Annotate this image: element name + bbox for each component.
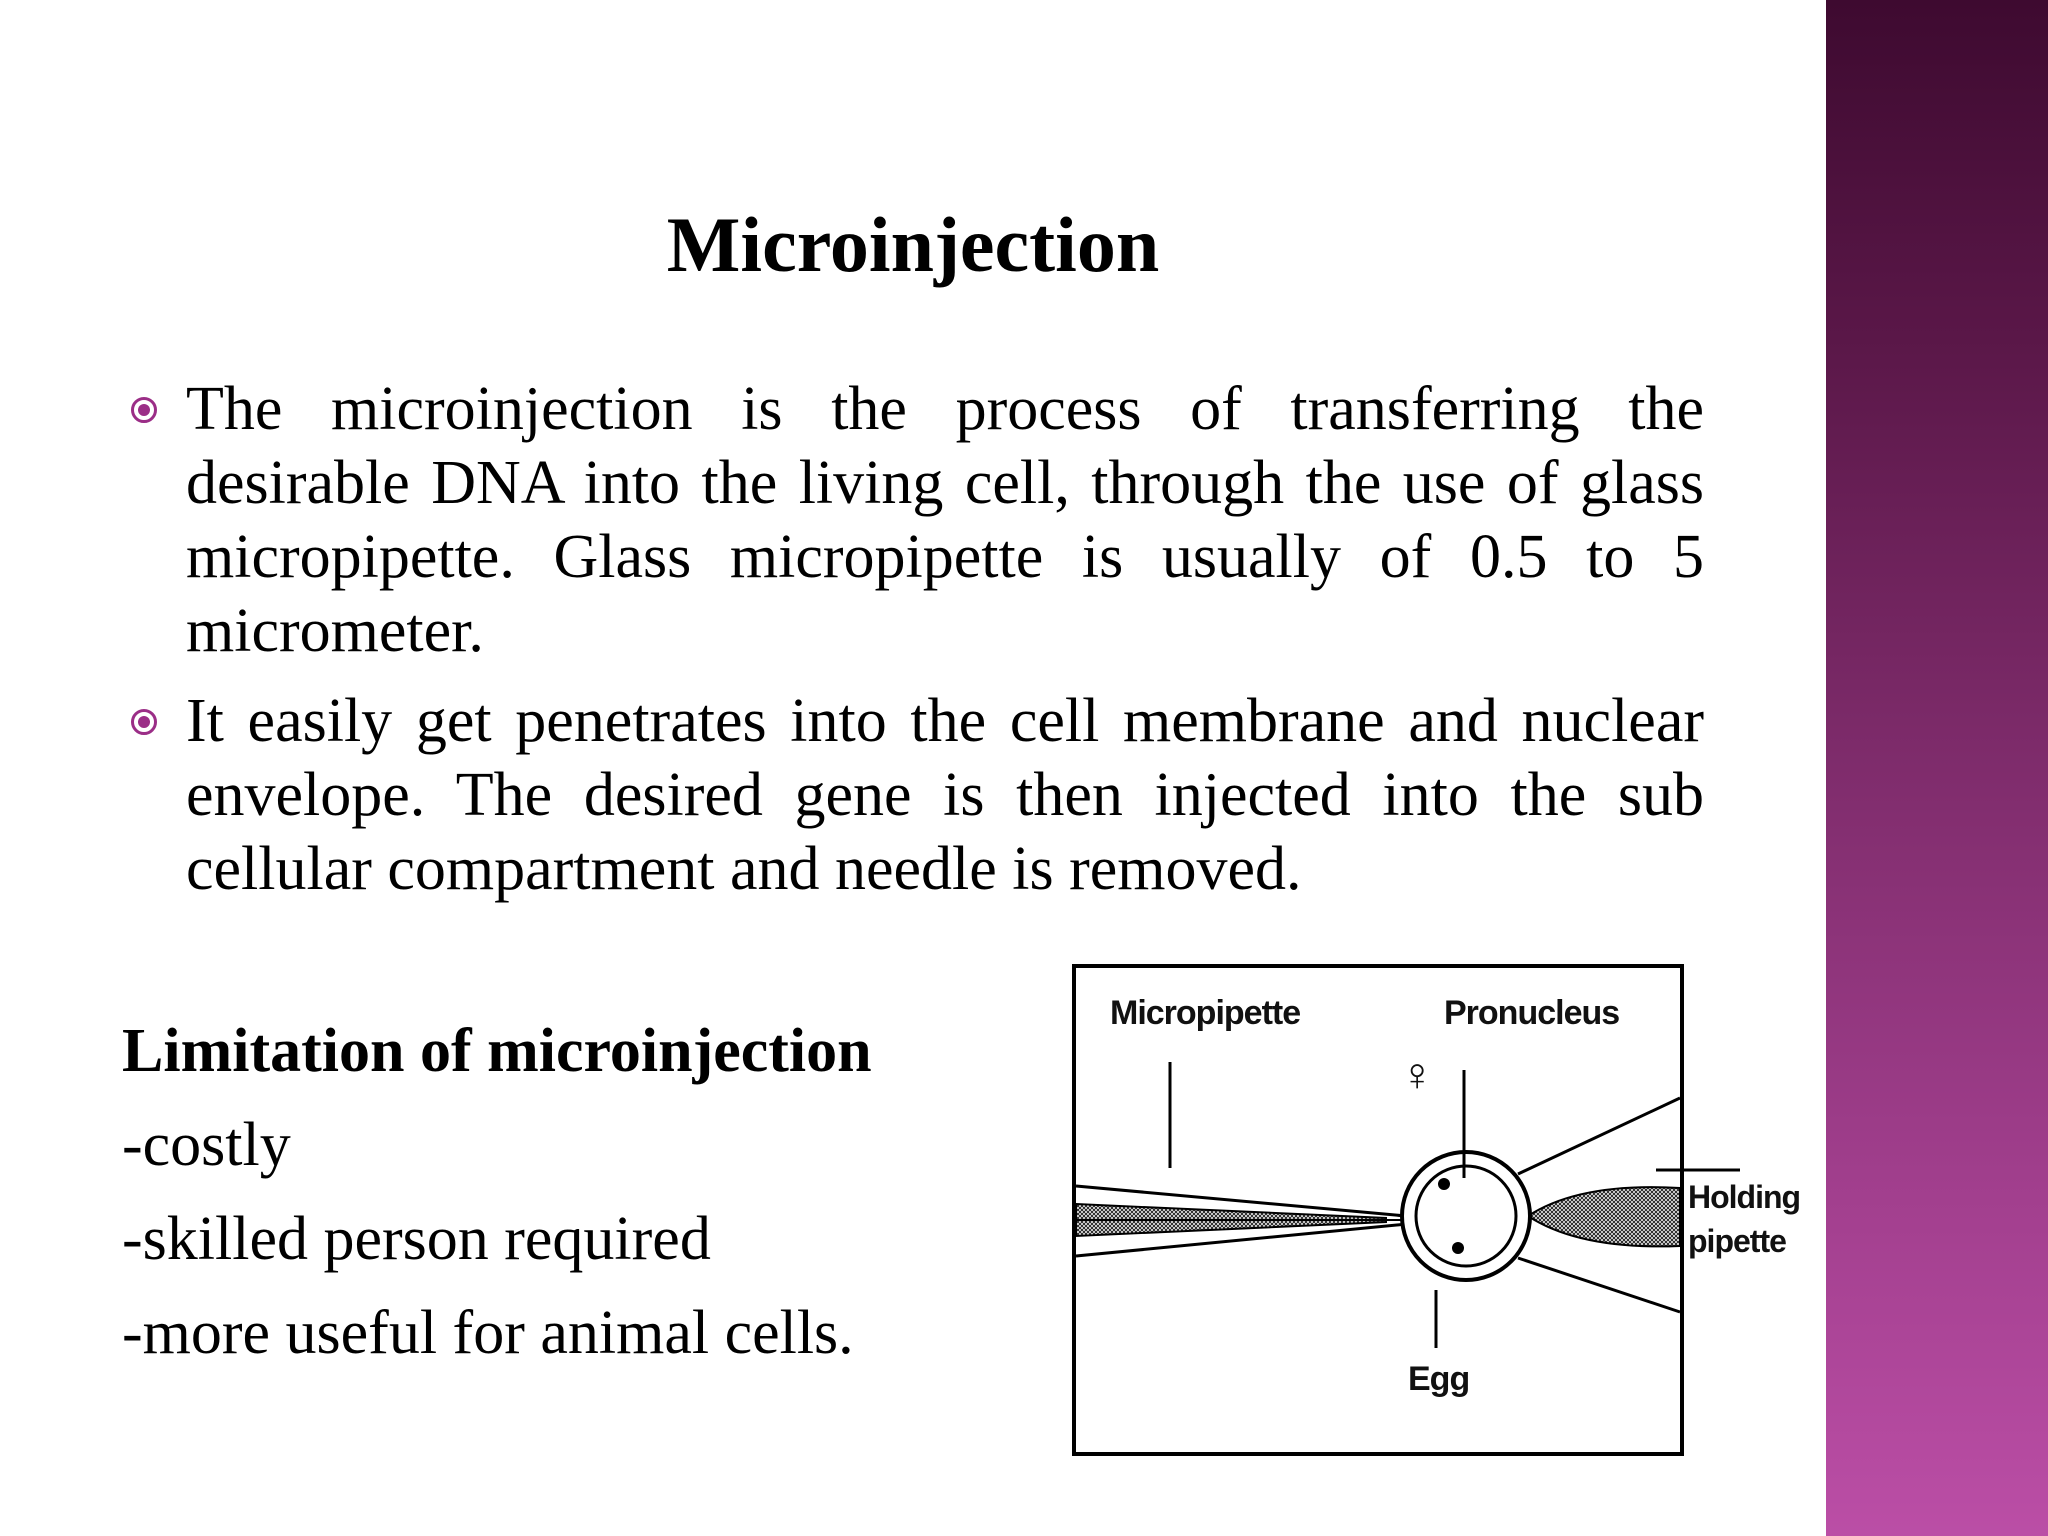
slide-title: Microinjection	[666, 201, 1160, 288]
limitation-item: -more useful for animal cells.	[122, 1299, 854, 1367]
bullet-item: The microinjection is the process of tra…	[130, 372, 1704, 668]
egg-cell	[1400, 1150, 1532, 1282]
limitations-heading: Limitation of microinjection	[122, 1017, 872, 1085]
limitation-item: -costly	[122, 1111, 291, 1179]
circled-dot-icon	[131, 709, 157, 735]
limitation-item: -skilled person required	[122, 1205, 711, 1273]
bullet-text: The microinjection is the process of tra…	[186, 375, 1704, 665]
leader-lines	[1168, 1062, 1740, 1348]
label-holding-line1: Holding	[1688, 1179, 1800, 1215]
limitations-section: Limitation of microinjection -costly -sk…	[122, 1004, 1022, 1380]
label-micropipette: Micropipette	[1110, 994, 1300, 1032]
diagram-svg: Micropipette Pronucleus ♀ Holding pipett…	[1072, 964, 1801, 1456]
label-egg: Egg	[1408, 1360, 1469, 1398]
label-holding-line2: pipette	[1688, 1223, 1786, 1259]
decorative-side-band	[1826, 0, 2048, 1536]
diagram-frame	[1072, 964, 1684, 1456]
circled-dot-icon	[131, 397, 157, 423]
female-symbol-icon: ♀	[1400, 1048, 1434, 1100]
microinjection-diagram: Micropipette Pronucleus ♀ Holding pipett…	[1060, 960, 1812, 1460]
bullet-text: It easily get penetrates into the cell m…	[186, 687, 1704, 903]
bullet-item: It easily get penetrates into the cell m…	[130, 684, 1704, 906]
holding-pipette	[1517, 1096, 1681, 1314]
label-pronucleus: Pronucleus	[1444, 994, 1619, 1032]
bullet-list: The microinjection is the process of tra…	[130, 372, 1704, 922]
micropipette-needle	[1075, 1184, 1440, 1258]
